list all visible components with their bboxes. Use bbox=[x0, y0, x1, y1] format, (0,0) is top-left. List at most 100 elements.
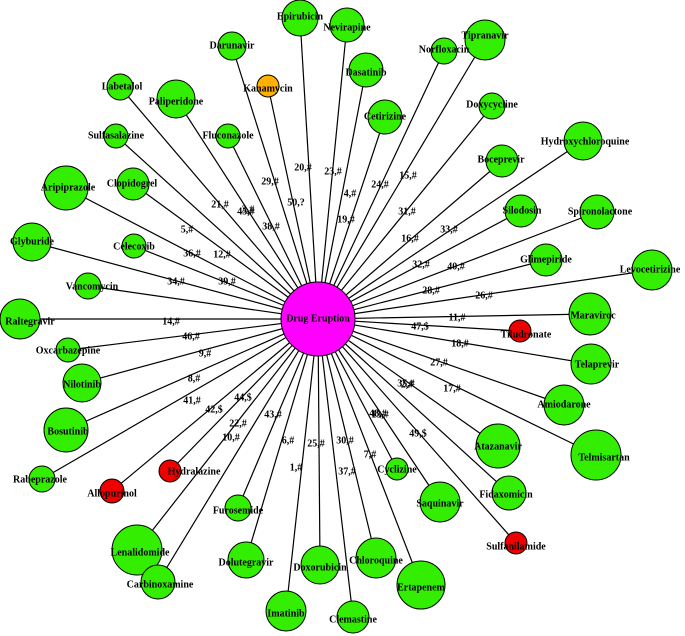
node-kanamycin[interactable]: Kanamycin bbox=[243, 74, 293, 98]
node-labetalol[interactable]: Labetalol bbox=[102, 73, 143, 101]
node-fluconazole[interactable]: Fluconazole bbox=[202, 123, 254, 149]
node-sulfasalazine[interactable]: Sulfasalazine bbox=[88, 123, 145, 149]
edge-levocetirizine bbox=[317, 269, 653, 320]
node-telaprevir[interactable]: Telaprevir bbox=[570, 343, 620, 385]
node-cyclizine[interactable]: Cyclizine bbox=[377, 457, 417, 481]
node-label-nevirapine: Nevirapine bbox=[323, 22, 371, 33]
node-circle-hydralazine bbox=[158, 459, 182, 483]
node-circle-maraviroc bbox=[568, 292, 612, 336]
node-circle-rabeprazole bbox=[28, 465, 56, 493]
node-chloroquine[interactable]: Chloroquine bbox=[349, 537, 403, 579]
node-celecoxib[interactable]: Celecoxib bbox=[113, 233, 155, 259]
edge-chloroquine bbox=[317, 318, 377, 559]
node-lenalidomide[interactable]: Lenalidomide bbox=[111, 524, 170, 576]
node-tiludronate[interactable]: Tiludronate bbox=[501, 319, 552, 343]
node-glyburide[interactable]: Glyburide bbox=[10, 222, 55, 262]
node-norfloxacin[interactable]: Norfloxacin bbox=[419, 37, 470, 65]
node-circle-kanamycin bbox=[256, 74, 280, 98]
edge-label-kanamycin: 50,? bbox=[287, 197, 305, 208]
hub-node[interactable]: Drug Eruption bbox=[280, 281, 356, 357]
node-circle-oxcarbazepine bbox=[55, 337, 81, 363]
node-fidaxomicin[interactable]: Fidaxomicin bbox=[479, 475, 533, 511]
node-silodosin[interactable]: Silodosin bbox=[503, 194, 542, 228]
node-glimepiride[interactable]: Glimepiride bbox=[520, 243, 572, 277]
node-label-epirubicin: Epirubicin bbox=[277, 11, 324, 22]
node-circle-nevirapine bbox=[329, 7, 365, 43]
node-label-doxycycline: Doxycycline bbox=[466, 99, 518, 110]
edge-doxycycline bbox=[317, 105, 493, 320]
node-nevirapine[interactable]: Nevirapine bbox=[323, 7, 371, 43]
node-label-furosemide: Furosemide bbox=[213, 505, 264, 516]
node-label-clemastine: Clemastine bbox=[329, 614, 377, 625]
node-dasatinib[interactable]: Dasatinib bbox=[345, 52, 387, 88]
node-nilotinib[interactable]: Nilotinib bbox=[62, 363, 102, 403]
node-cetirizine[interactable]: Cetirizine bbox=[364, 99, 407, 135]
node-vancomycin[interactable]: Vancomycin bbox=[66, 272, 119, 300]
node-amiodarone[interactable]: Amiodarone bbox=[537, 384, 591, 426]
edge-nevirapine bbox=[317, 24, 348, 320]
node-label-celecoxib: Celecoxib bbox=[113, 241, 155, 252]
node-circle-labetalol bbox=[106, 73, 134, 101]
node-levocetirizine[interactable]: Levocetirizine bbox=[620, 249, 681, 291]
node-spironolactone[interactable]: Spironolactone bbox=[568, 194, 633, 230]
node-oxcarbazepine[interactable]: Oxcarbazepine bbox=[36, 337, 101, 363]
node-tipranavir[interactable]: Tipranavir bbox=[461, 19, 509, 61]
node-circle-atazanavir bbox=[475, 423, 521, 469]
node-label-maraviroc: Maraviroc bbox=[570, 310, 616, 321]
node-circle-clopidogrel bbox=[116, 167, 150, 201]
node-darunavir[interactable]: Darunavir bbox=[210, 31, 256, 61]
node-sulfanilamide[interactable]: Sulfanilamide bbox=[486, 531, 546, 555]
edge-clemastine bbox=[317, 318, 354, 618]
node-circle-furosemide bbox=[224, 494, 252, 522]
node-doxycycline[interactable]: Doxycycline bbox=[466, 92, 518, 120]
node-circle-allopurinol bbox=[99, 478, 125, 504]
node-aripiprazole[interactable]: Aripiprazole bbox=[41, 165, 96, 211]
node-furosemide[interactable]: Furosemide bbox=[213, 494, 264, 522]
node-raltegravir[interactable]: Raltegravir bbox=[0, 298, 55, 340]
node-allopurinol[interactable]: Allopurinol bbox=[87, 478, 137, 504]
edge-label-tipranavir: 15,# bbox=[399, 170, 417, 181]
node-clopidogrel[interactable]: Clopidogrel bbox=[107, 167, 158, 201]
node-rabeprazole[interactable]: Rabeprazole bbox=[13, 465, 67, 493]
node-circle-bosutinib bbox=[43, 407, 89, 453]
node-label-chloroquine: Chloroquine bbox=[349, 555, 403, 566]
node-maraviroc[interactable]: Maraviroc bbox=[568, 292, 616, 336]
node-dolutegravir[interactable]: Dolutegravir bbox=[219, 541, 275, 579]
node-circle-spironolactone bbox=[579, 194, 615, 230]
node-label-silodosin: Silodosin bbox=[503, 205, 542, 216]
node-ertapenem[interactable]: Ertapenem bbox=[396, 560, 446, 610]
edge-tipranavir bbox=[317, 39, 486, 320]
edge-maraviroc bbox=[317, 313, 591, 320]
node-bosutinib[interactable]: Bosutinib bbox=[43, 407, 89, 453]
edge-label-darunavir: 29,# bbox=[261, 176, 279, 187]
node-circle-tipranavir bbox=[464, 19, 506, 61]
node-circle-aripiprazole bbox=[43, 165, 89, 211]
node-epirubicin[interactable]: Epirubicin bbox=[277, 0, 324, 37]
node-doxorubicin[interactable]: Doxorubicin bbox=[293, 545, 347, 585]
node-label-spironolactone: Spironolactone bbox=[568, 206, 633, 217]
node-circle-saquinavir bbox=[419, 481, 461, 523]
node-telmisartan[interactable]: Telmisartan bbox=[570, 429, 630, 481]
node-circle-raltegravir bbox=[0, 298, 41, 340]
node-circle-glyburide bbox=[12, 222, 52, 262]
node-circle-doxycycline bbox=[478, 92, 506, 120]
node-paliperidone[interactable]: Paliperidone bbox=[149, 79, 204, 119]
node-atazanavir[interactable]: Atazanavir bbox=[474, 423, 522, 469]
edge-label-telmisartan: 17,# bbox=[443, 383, 461, 394]
edge-bosutinib bbox=[65, 318, 319, 431]
node-label-cyclizine: Cyclizine bbox=[377, 464, 417, 475]
edge-label-rabeprazole: 41,# bbox=[183, 395, 201, 406]
edge-label-cyclizine: 48,# bbox=[369, 408, 387, 419]
node-hydroxychloroquine[interactable]: Hydroxychloroquine bbox=[541, 121, 630, 161]
node-saquinavir[interactable]: Saquinavir bbox=[416, 481, 464, 523]
node-label-amiodarone: Amiodarone bbox=[537, 399, 591, 410]
node-imatinib[interactable]: Imatinib bbox=[265, 590, 307, 632]
node-circle-carbinoxamine bbox=[140, 564, 176, 600]
node-hydralazine[interactable]: Hydralazine bbox=[158, 459, 221, 483]
node-carbinoxamine[interactable]: Carbinoxamine bbox=[127, 564, 194, 600]
node-circle-doxorubicin bbox=[300, 545, 340, 585]
edge-label-oxcarbazepine: 46,# bbox=[182, 331, 200, 342]
node-boceprevir[interactable]: Boceprevir bbox=[477, 144, 525, 178]
node-clemastine[interactable]: Clemastine bbox=[329, 600, 377, 634]
